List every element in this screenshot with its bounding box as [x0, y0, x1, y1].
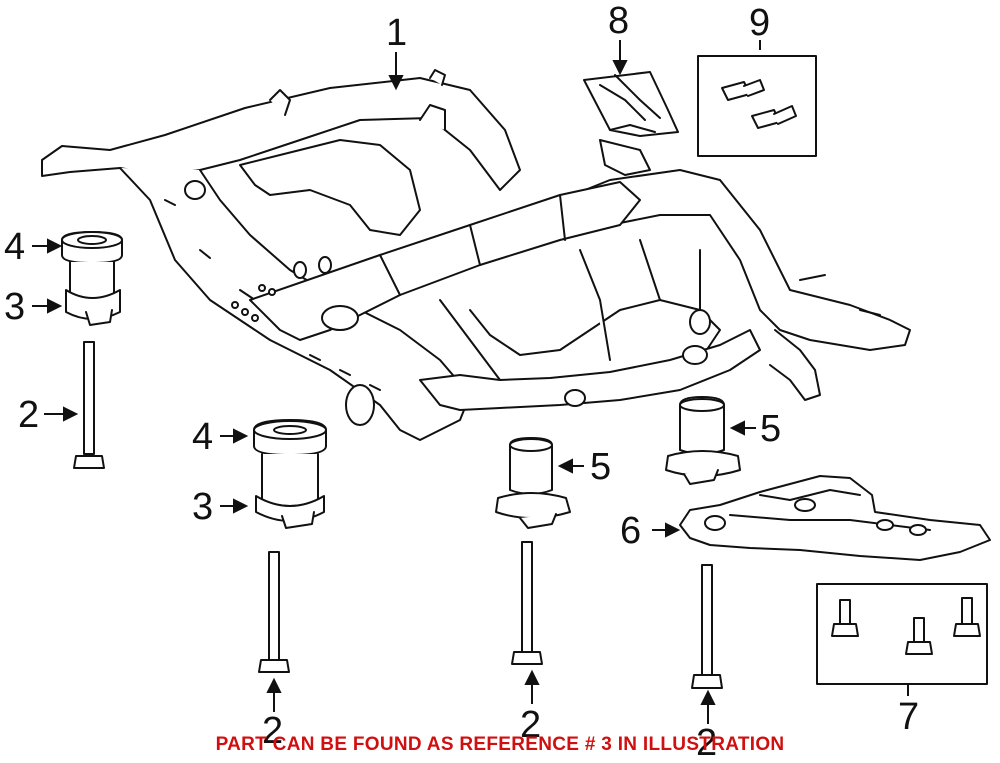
callout-shield: 8 [608, 0, 630, 42]
insulator-right-illustration [665, 396, 741, 485]
subframe-illustration [41, 69, 911, 441]
callout-lower-cushion-center: 3 [192, 486, 214, 528]
callout-bolt-kit-lower: 7 [898, 696, 920, 738]
callout-insulator-center: 5 [590, 446, 612, 488]
bolt-center-illustration [511, 541, 543, 665]
bolt-left-illustration [73, 341, 105, 469]
insulator-center-illustration [495, 437, 571, 529]
callout-lower-cushion-left: 3 [4, 286, 26, 328]
callout-bolt-left: 2 [18, 394, 40, 436]
reference-caption: PART CAN BE FOUND AS REFERENCE # 3 IN IL… [215, 734, 785, 755]
leader-lines [32, 40, 909, 724]
callout-frame: 1 [386, 12, 408, 54]
bolt-right-illustration [691, 564, 723, 689]
shield-illustration [583, 71, 679, 137]
callout-bolt-mid-left: 2 [262, 710, 284, 752]
callout-bolt-right: 2 [696, 722, 718, 763]
bracket-illustration [679, 475, 991, 561]
callout-upper-cushion-left: 4 [4, 226, 26, 268]
callout-bracket: 6 [620, 510, 642, 552]
cushion-left-illustration [61, 231, 123, 326]
callout-insulator-right: 5 [760, 408, 782, 450]
callout-bolt-kit-upper: 9 [749, 2, 771, 44]
callout-upper-cushion-center: 4 [192, 416, 214, 458]
bolt-kit-upper-box [697, 55, 817, 157]
callout-bolt-center: 2 [520, 704, 542, 746]
bolt-kit-lower-box [816, 583, 988, 685]
cushion-mid-illustration [253, 419, 327, 529]
bolt-mid-left-illustration [258, 551, 290, 673]
